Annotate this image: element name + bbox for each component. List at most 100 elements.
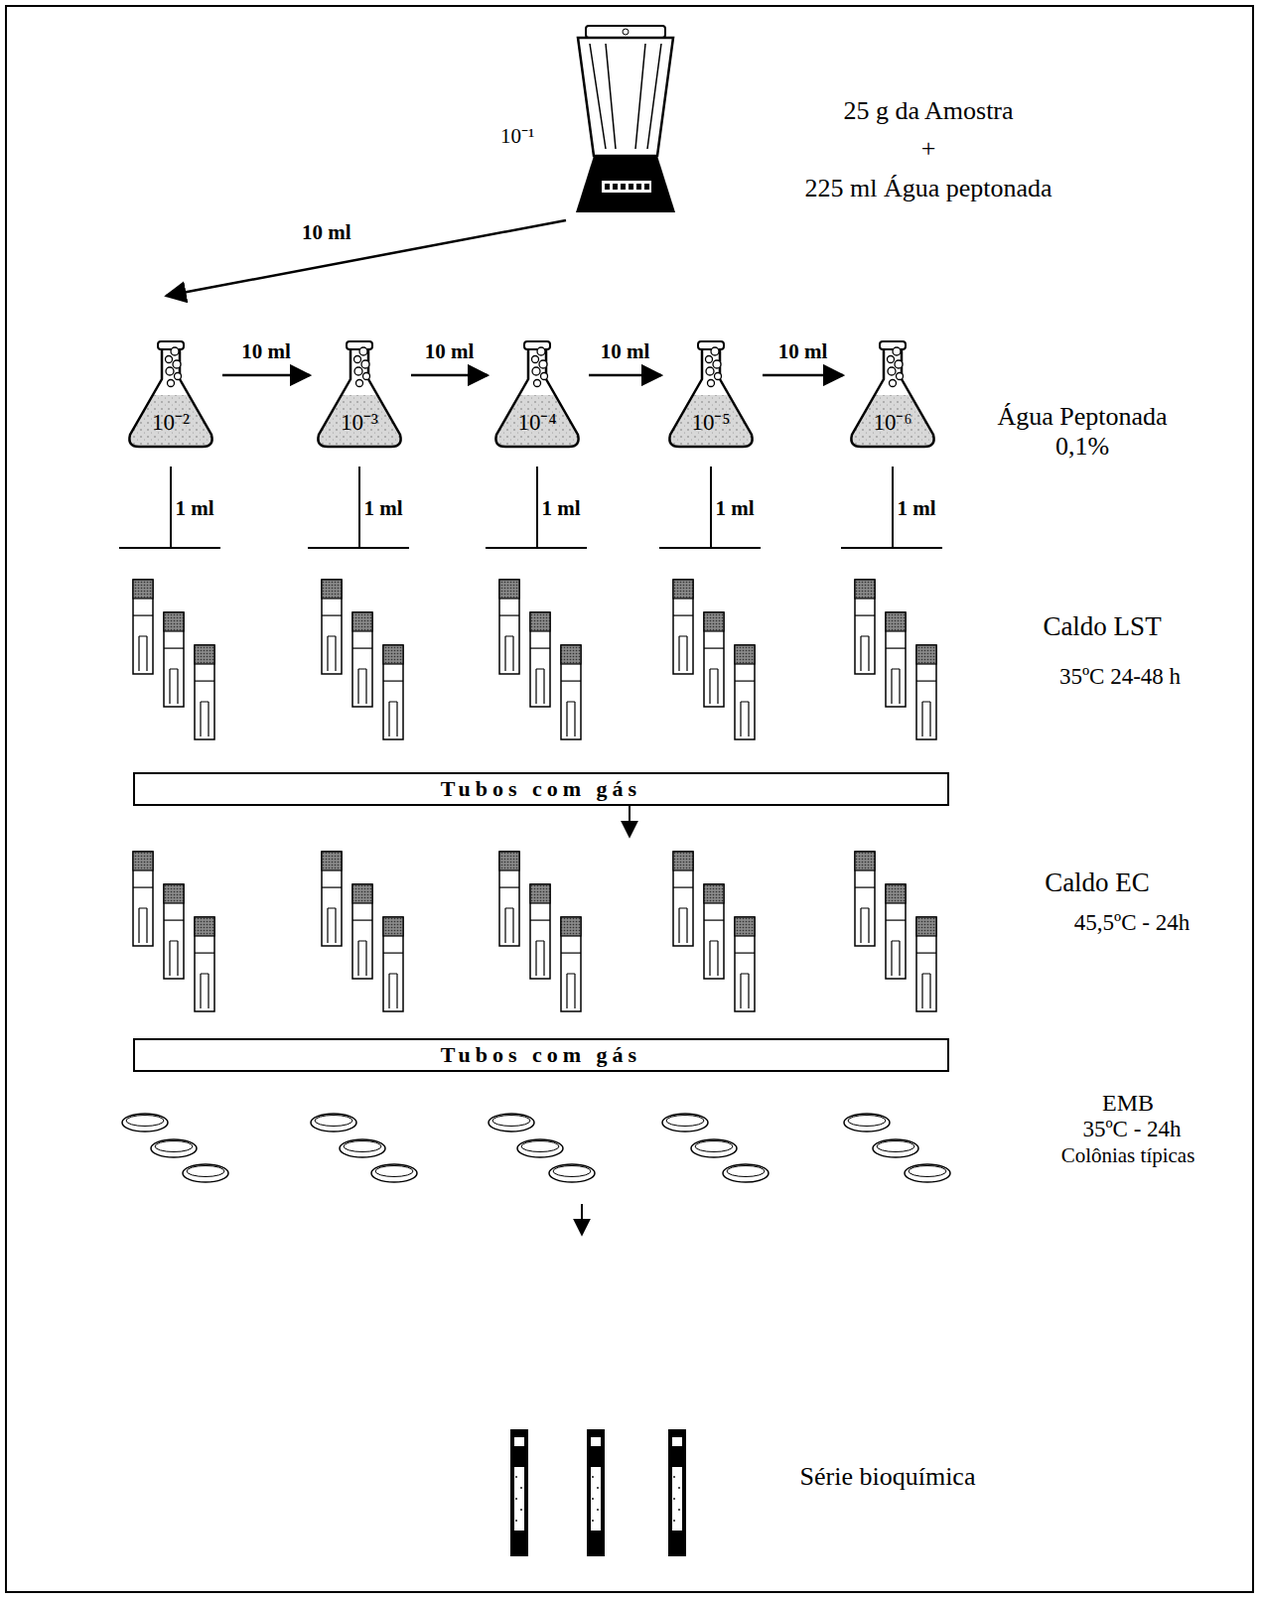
stroke — [636, 183, 642, 190]
stroke — [847, 1116, 886, 1127]
node-text: Tubos com gás — [135, 774, 948, 805]
flask: 10⁻⁶ — [846, 337, 939, 449]
stroke — [505, 636, 514, 672]
stroke — [560, 952, 581, 954]
test-tube — [854, 851, 875, 947]
edge-label: 10 ml — [598, 339, 653, 364]
transfer-arrow — [588, 374, 662, 378]
stroke — [707, 380, 715, 388]
test-tube — [352, 612, 373, 707]
stroke — [172, 360, 181, 369]
stroke — [673, 1476, 676, 1479]
stroke — [628, 183, 634, 190]
flask: 10⁻² — [125, 337, 217, 449]
stroke — [541, 373, 549, 381]
stroke — [860, 636, 869, 672]
stroke — [307, 547, 410, 550]
stroke — [389, 701, 398, 737]
stroke — [580, 1204, 583, 1236]
test-tube — [530, 612, 551, 707]
node-text: 10⁻⁵ — [665, 405, 757, 437]
label: 45,5ºC - 24h — [1074, 910, 1190, 937]
stroke — [672, 1437, 683, 1447]
test-tube — [194, 917, 215, 1012]
stroke — [673, 886, 694, 888]
stroke — [133, 579, 153, 599]
stroke — [495, 349, 578, 447]
stroke — [352, 612, 373, 632]
stroke — [163, 919, 184, 921]
stroke — [169, 466, 172, 549]
edge-label: 10 ml — [422, 339, 477, 364]
stroke — [678, 1509, 681, 1512]
node-text: 10⁻⁴ — [491, 405, 583, 437]
petri-dish — [150, 1139, 197, 1158]
stroke — [734, 645, 755, 665]
test-tube — [352, 884, 373, 980]
stroke — [167, 380, 175, 388]
stroke — [887, 367, 896, 376]
label: 25 g da Amostra — [842, 96, 1013, 127]
test-tube — [703, 612, 724, 707]
flask: 10⁻³ — [313, 337, 406, 449]
label: Caldo EC — [1044, 867, 1150, 899]
stroke — [916, 917, 937, 937]
stroke — [515, 1520, 518, 1523]
stroke — [887, 356, 895, 364]
stroke — [740, 701, 749, 737]
stroke — [885, 647, 906, 649]
label: 225 ml Água peptonada — [804, 173, 1052, 204]
stroke — [889, 380, 897, 388]
biochemical-tube — [510, 1429, 529, 1557]
stroke — [714, 373, 722, 381]
stroke — [317, 349, 401, 447]
edge-label: 10 ml — [239, 339, 293, 364]
petri-dish — [843, 1114, 890, 1132]
stroke — [169, 669, 178, 704]
stroke — [673, 579, 694, 599]
stroke — [383, 952, 404, 954]
stroke — [879, 341, 906, 350]
stroke — [591, 1498, 594, 1501]
petri-dish — [122, 1114, 168, 1132]
test-tube — [734, 645, 755, 740]
stroke — [358, 466, 361, 549]
stroke — [590, 1467, 601, 1532]
stroke — [343, 1141, 382, 1153]
label: Água Peptonada 0,1% — [982, 402, 1182, 462]
stroke — [703, 884, 724, 904]
stroke — [908, 1166, 947, 1178]
stroke — [916, 680, 937, 682]
flask: 10⁻⁵ — [665, 337, 757, 449]
stroke — [589, 43, 662, 149]
petri-dish — [339, 1139, 386, 1158]
stroke — [591, 1520, 594, 1523]
stroke — [530, 612, 551, 632]
label: 1 ml — [896, 496, 936, 521]
stroke — [850, 395, 934, 447]
stroke — [734, 917, 755, 937]
stroke — [892, 347, 901, 356]
stroke — [163, 647, 184, 649]
stroke — [536, 941, 545, 977]
transfer-arrow — [222, 374, 310, 378]
test-tube — [734, 917, 755, 1012]
stroke — [620, 183, 626, 190]
stroke — [536, 669, 545, 704]
stroke — [673, 851, 694, 871]
stroke — [560, 680, 581, 682]
stroke — [514, 1467, 525, 1532]
test-tube — [133, 851, 153, 947]
stroke — [495, 395, 578, 447]
node-text: 10⁻² — [125, 405, 217, 437]
test-tube — [560, 917, 581, 1012]
stroke — [499, 851, 520, 871]
stroke — [499, 886, 520, 888]
stroke — [352, 919, 373, 921]
stroke — [321, 886, 342, 888]
stroke — [352, 884, 373, 904]
stroke — [157, 341, 184, 350]
stroke — [734, 680, 755, 682]
stroke — [327, 636, 336, 672]
stroke — [194, 680, 215, 682]
